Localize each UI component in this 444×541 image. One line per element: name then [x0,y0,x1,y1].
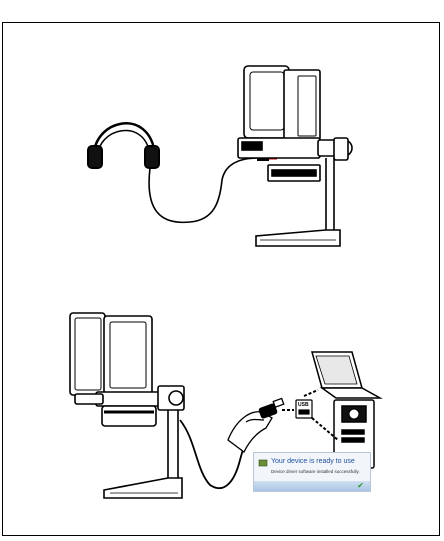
headphones-icon [88,123,159,168]
microphone-bottom [70,313,184,498]
taskbar-strip [254,481,370,491]
hand-holding-plug-icon [228,398,284,452]
usb-label: USB [298,402,309,408]
headphone-cable [149,158,258,222]
microphone-top [238,66,352,246]
device-ready-notification[interactable]: Your device is ready to use Device drive… [253,452,371,492]
notification-title: Your device is ready to use [271,458,355,465]
device-icon [258,458,268,468]
check-icon: ✔ [357,481,364,490]
notification-subtitle: Device driver software installed success… [271,469,360,474]
laptop-icon [312,352,380,398]
